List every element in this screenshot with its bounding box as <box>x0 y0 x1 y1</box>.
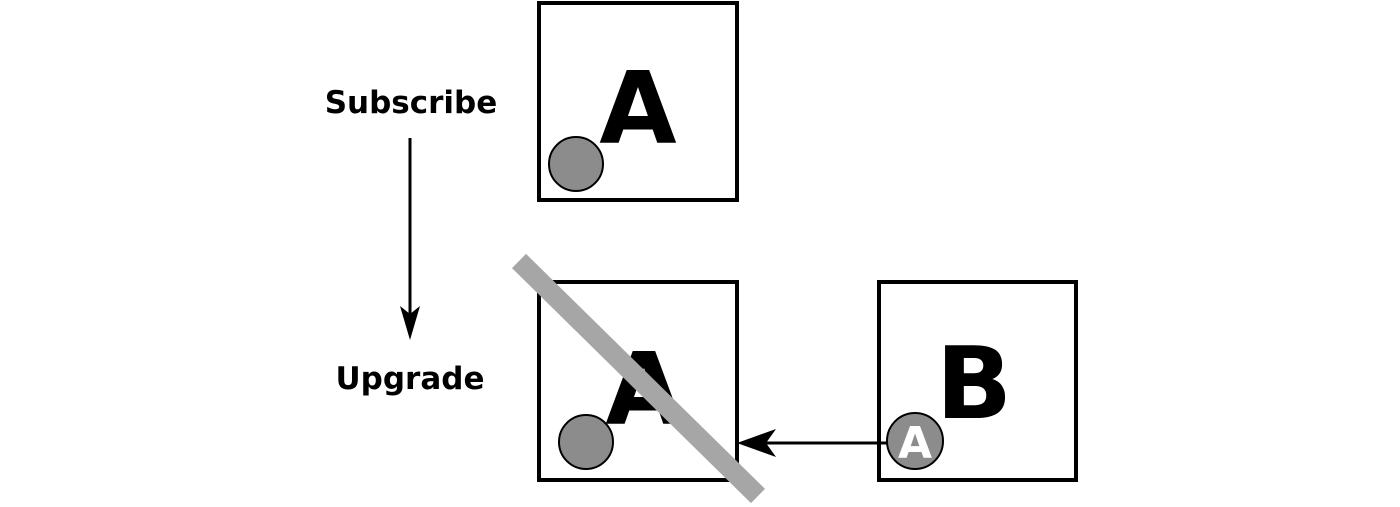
top-app-letter: A <box>599 50 676 167</box>
old-app-box: A <box>511 253 766 504</box>
new-app-letter: B <box>936 325 1012 442</box>
subscribe-label: Subscribe <box>325 85 498 121</box>
new-app-box: B A <box>877 280 1078 482</box>
down-arrow-icon <box>400 138 420 340</box>
migrated-subscription-circle-icon <box>886 412 944 470</box>
left-arrow-icon <box>737 429 887 457</box>
top-app-box: A <box>537 1 739 202</box>
migrated-badge-letter: A <box>898 418 932 469</box>
subscription-circle-icon <box>548 136 604 192</box>
old-subscription-circle-icon <box>558 414 614 470</box>
strike-icon <box>511 253 766 504</box>
migrated-subscription-badge: A <box>886 412 944 470</box>
upgrade-label: Upgrade <box>336 361 485 397</box>
